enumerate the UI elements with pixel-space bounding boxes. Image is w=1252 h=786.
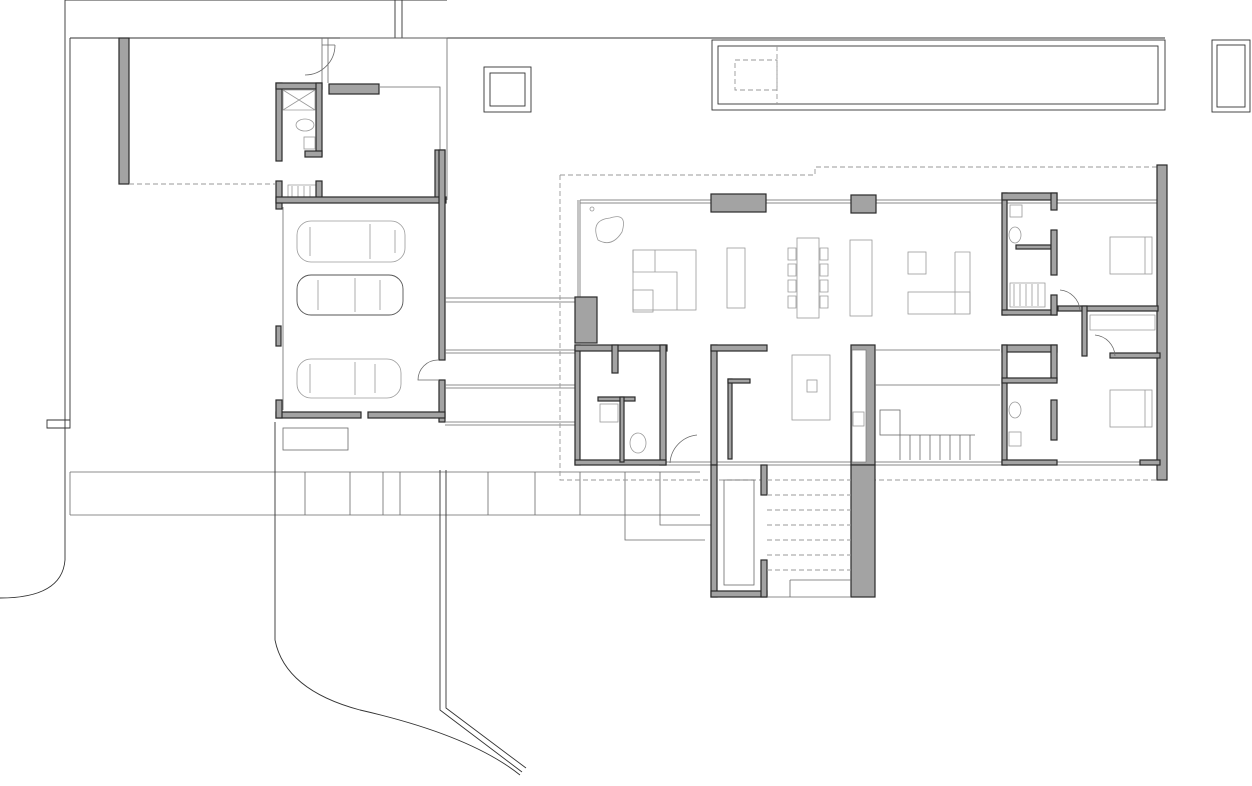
sofa-icon [907,251,971,315]
kitchen-counter [851,349,867,463]
bed-icon [1109,389,1153,428]
sink-icon [1009,204,1023,218]
fountain [483,66,532,113]
sofa-icon [632,249,697,313]
main-house [559,164,1168,598]
car-icon [296,220,406,263]
guest-suite [275,37,448,210]
toilet-icon [629,432,647,454]
fireplace [574,296,598,344]
stair-icon [875,349,1000,460]
garage [275,149,446,451]
kitchen-island [791,354,831,421]
sink-icon [1008,431,1022,447]
sink-icon [806,379,818,393]
shower-icon [282,89,316,111]
toilet-icon [295,118,315,132]
garden-wall [118,37,130,185]
bed-icon [1109,236,1153,275]
spa [1211,39,1251,113]
range-icon [852,411,865,427]
side-table-icon [595,216,624,244]
media-console [849,239,873,317]
breezeway [445,297,577,426]
door-swing-icon [304,44,336,76]
sink-icon [303,136,316,150]
car-icon [296,358,402,399]
coffee-table [726,247,746,309]
car-icon [296,274,404,316]
site-lines [0,0,1165,776]
toilet-icon [1008,226,1022,244]
dining-table-icon [787,237,829,319]
pool [711,39,1166,111]
sink-icon [599,403,619,423]
toilet-icon [1008,401,1022,419]
